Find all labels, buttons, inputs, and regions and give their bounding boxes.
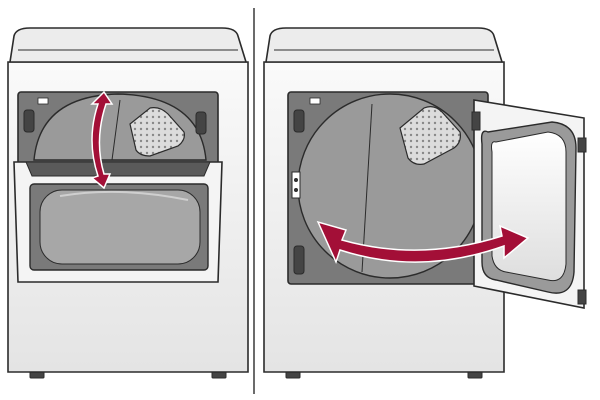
latch bbox=[293, 245, 305, 275]
latch bbox=[195, 111, 207, 135]
door-top-edge bbox=[25, 161, 211, 177]
glass-reflection bbox=[59, 190, 189, 201]
dryer-top-lid bbox=[265, 27, 504, 63]
door-glass bbox=[39, 189, 201, 265]
lint-filter bbox=[129, 107, 185, 157]
drum-baffle bbox=[111, 99, 121, 161]
door-hinge bbox=[471, 111, 481, 131]
door-hinge bbox=[577, 137, 587, 153]
door-glass bbox=[491, 131, 567, 282]
door-hinge bbox=[577, 289, 587, 305]
dryer-left bbox=[7, 27, 249, 379]
horizontal-double-arrow-icon bbox=[316, 220, 530, 265]
label-plate bbox=[37, 97, 49, 105]
screw bbox=[294, 188, 298, 192]
lint-filter bbox=[399, 106, 461, 165]
screw bbox=[294, 178, 298, 182]
dryer-right bbox=[263, 27, 587, 379]
dryer-top-lid bbox=[9, 27, 248, 63]
label-plate bbox=[309, 97, 321, 105]
hinge-bracket bbox=[291, 171, 301, 199]
latch bbox=[293, 109, 305, 133]
latch bbox=[23, 109, 35, 133]
vertical-double-arrow-icon bbox=[90, 90, 114, 190]
drum-baffle bbox=[361, 103, 373, 273]
